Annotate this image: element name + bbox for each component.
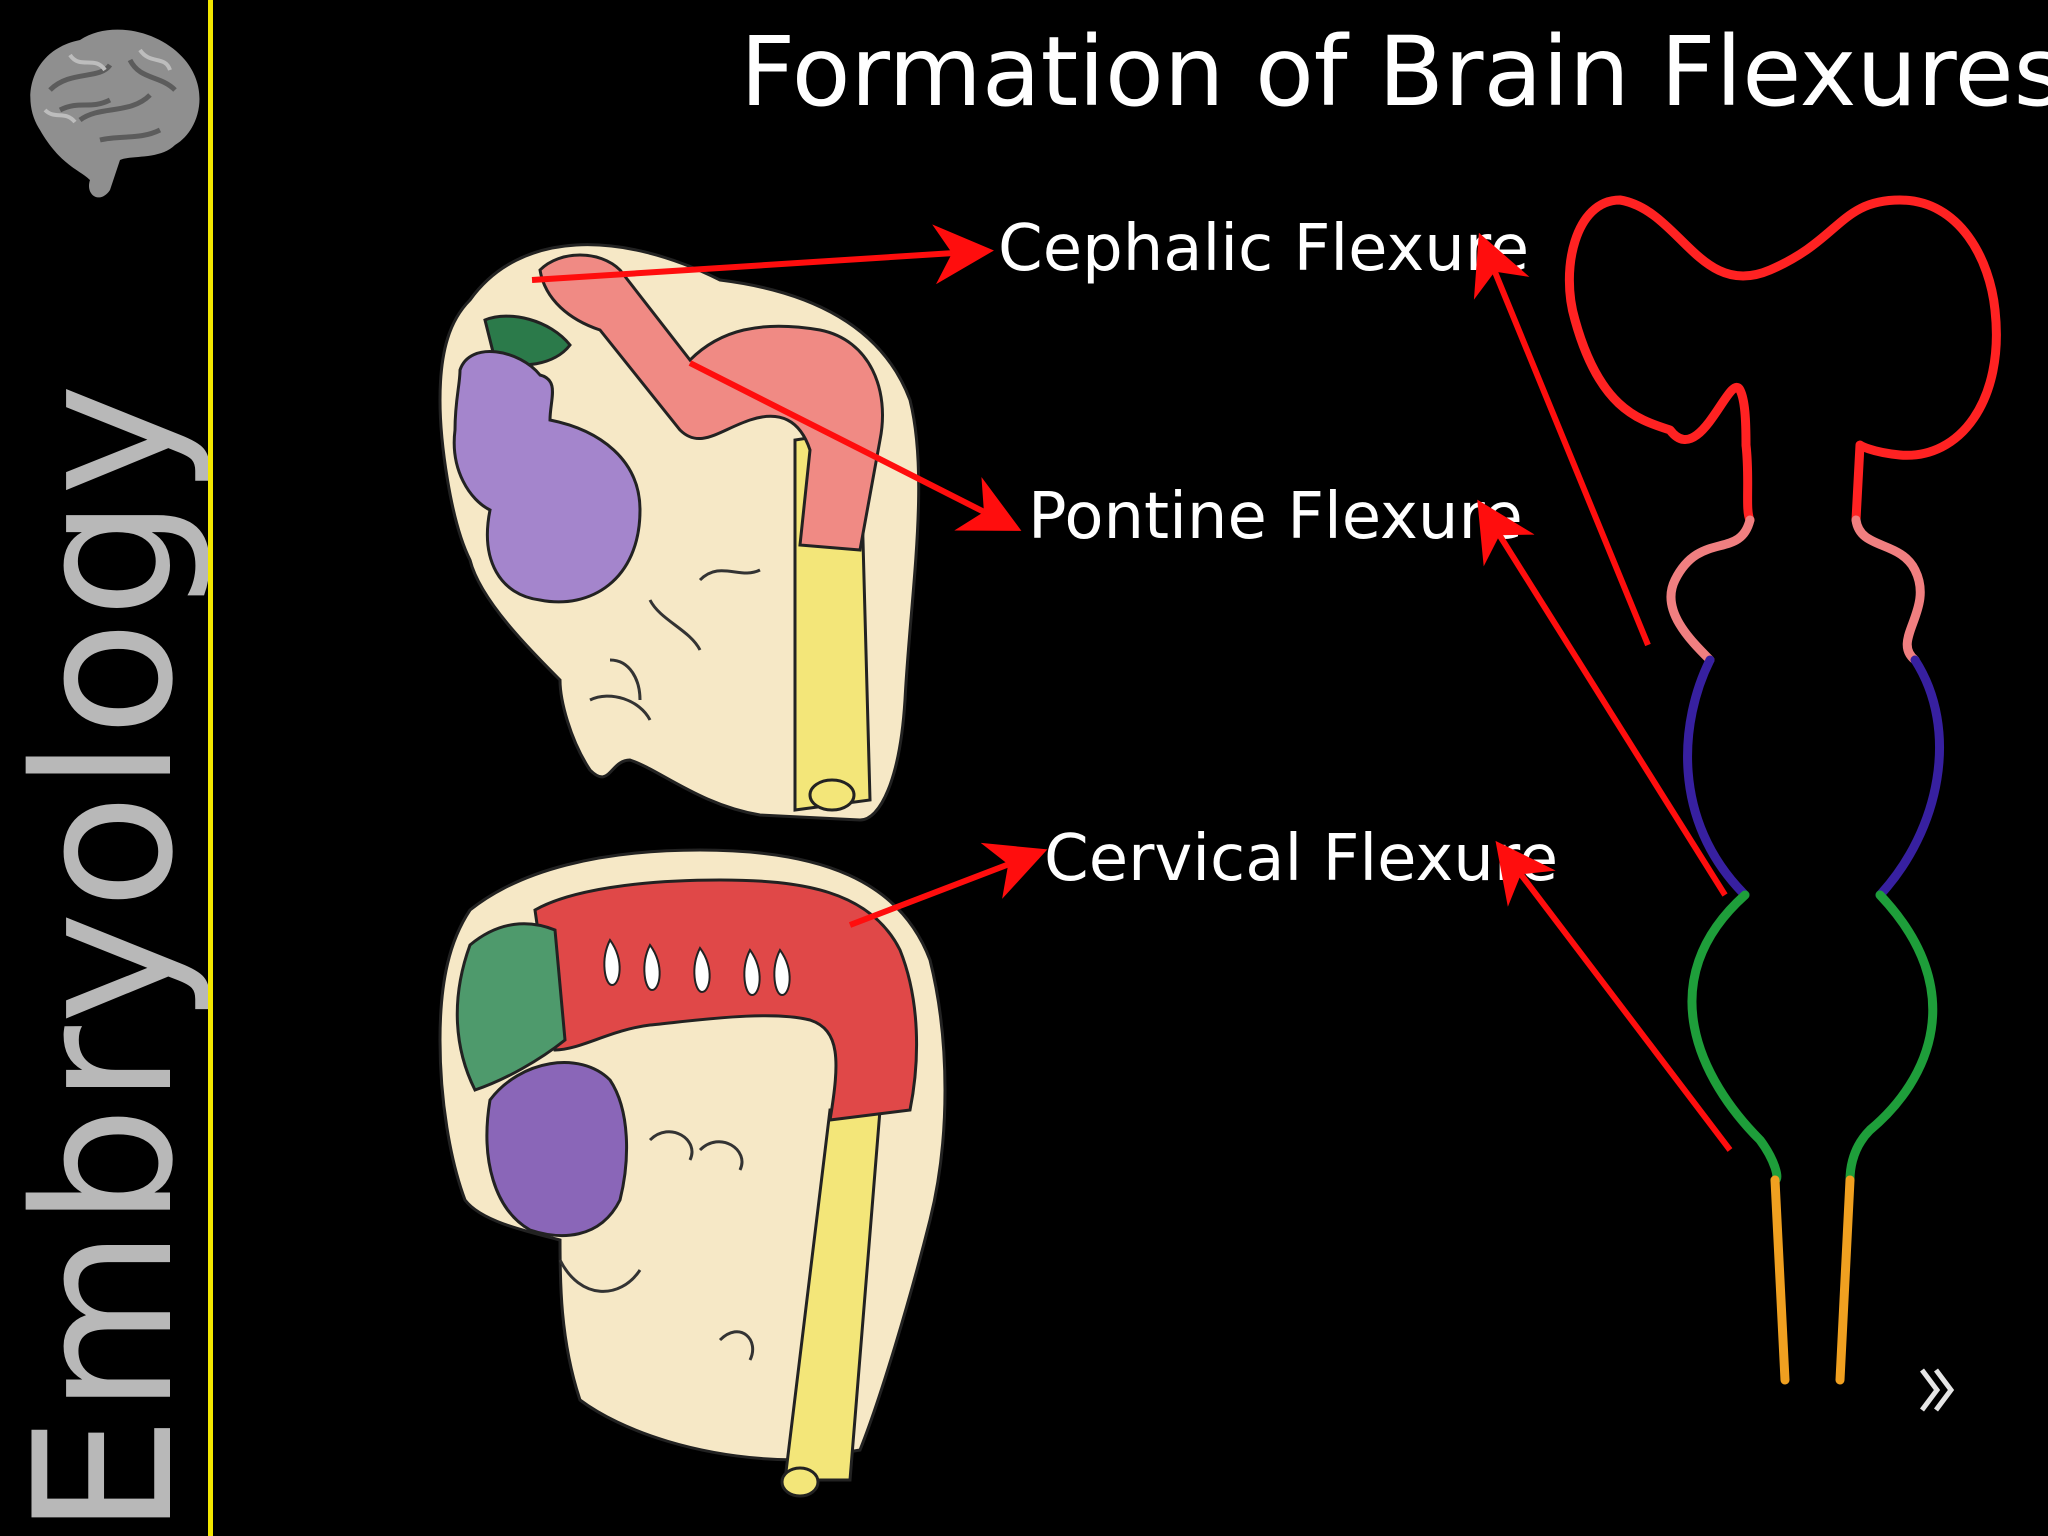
label-pontine-flexure: Pontine Flexure: [1028, 480, 1523, 554]
arrow-to-cervical-label: [848, 842, 1048, 928]
double-chevron-right-icon[interactable]: [1920, 1368, 1955, 1412]
arrow-from-schematic-cervical: [1495, 840, 1733, 1152]
label-cephalic-flexure: Cephalic Flexure: [998, 212, 1530, 286]
sidebar-divider: [208, 0, 213, 1536]
arrow-from-schematic-cephalic: [1473, 232, 1651, 647]
arrow-from-schematic-pontine: [1477, 499, 1728, 897]
brain-icon: [30, 29, 200, 198]
upper-embryo-illustration: [438, 243, 921, 822]
label-cervical-flexure: Cervical Flexure: [1044, 822, 1559, 896]
arrow-to-cephalic-label: [531, 224, 994, 285]
annotation-arrows: [531, 224, 1733, 1152]
sidebar: Embryology: [0, 0, 215, 1536]
page-title: Formation of Brain Flexures: [740, 16, 2048, 128]
arrow-to-pontine-label: [688, 360, 1022, 531]
lower-embryo-illustration: [438, 848, 947, 1498]
neural-tube-schematic: [1564, 195, 2001, 1385]
